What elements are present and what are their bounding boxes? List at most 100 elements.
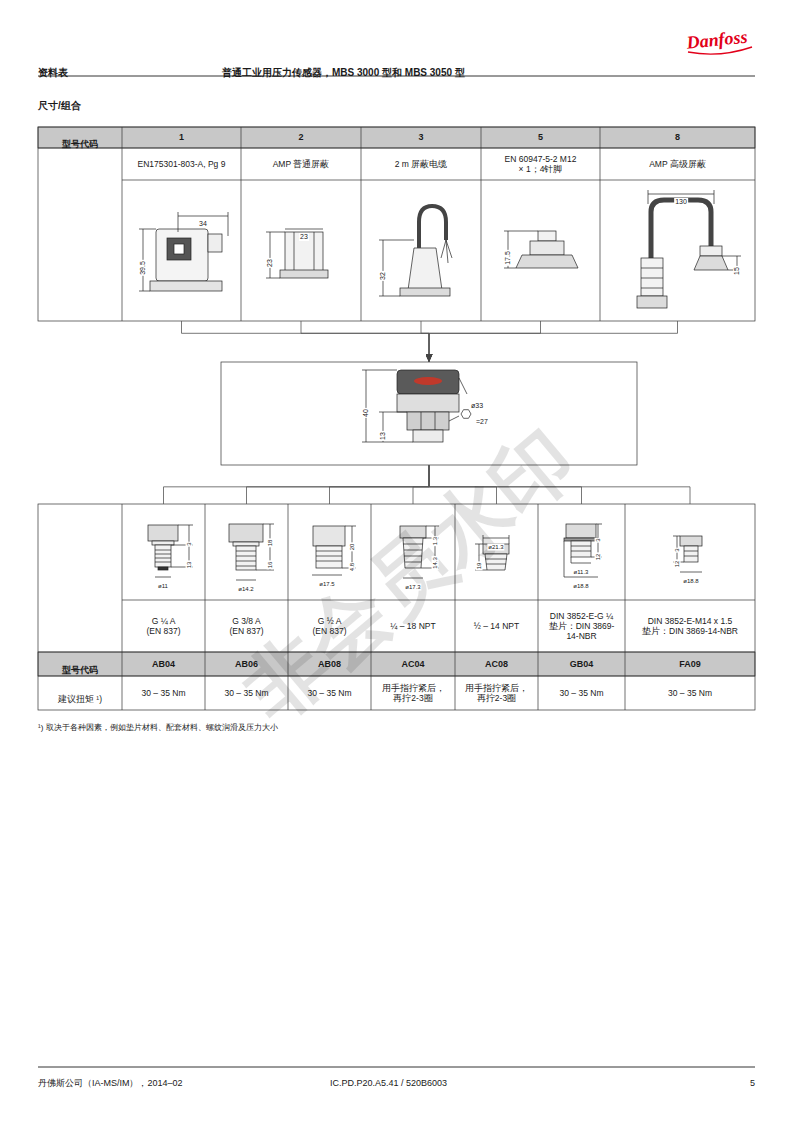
table-grid xyxy=(38,652,755,676)
dimension: 34 xyxy=(198,220,208,228)
amp-plug-drawing xyxy=(270,232,271,278)
din-plug-drawing xyxy=(150,281,222,291)
type-code: AB04 xyxy=(152,659,175,670)
dimension: ø17.3 xyxy=(404,584,421,591)
connector-line xyxy=(413,465,429,504)
dimension: 3 xyxy=(186,541,193,546)
connector-line xyxy=(330,465,430,504)
dimension: 130 xyxy=(674,198,688,206)
sensor-frame xyxy=(221,362,637,465)
cell-text: 30 – 35 Nm xyxy=(142,688,186,698)
dimension: 32 xyxy=(379,271,387,281)
amp-plug-drawing xyxy=(266,278,280,279)
table-grid xyxy=(38,652,755,653)
connector-column: 1EN175301-803-A, Pg 9 xyxy=(122,127,241,321)
cable-plug-drawing xyxy=(379,296,400,297)
sensor-drawing xyxy=(449,416,459,421)
table-grid xyxy=(38,127,755,321)
din-plug-drawing xyxy=(208,234,222,252)
sensor-drawing xyxy=(461,410,471,419)
cell-text: ½ – 14 NPT xyxy=(474,621,519,631)
amp-deluxe-drawing xyxy=(714,190,715,204)
amp-plug-drawing xyxy=(280,270,328,278)
dimension: ø18.8 xyxy=(682,578,699,585)
connector-line xyxy=(429,321,678,362)
type-code: AB08 xyxy=(318,659,341,670)
amp-deluxe-drawing xyxy=(641,288,663,289)
sensor-drawing xyxy=(414,377,442,385)
din-plug-drawing xyxy=(139,291,150,292)
amp-deluxe-drawing xyxy=(637,190,741,308)
fitting-drawing xyxy=(158,567,168,570)
fitting-drawing xyxy=(684,546,698,562)
fitting-drawing xyxy=(148,525,178,541)
fitting-drawing xyxy=(571,557,572,563)
footer-text: 丹佛斯公司（IA-MS/IM），2014–02 xyxy=(38,1078,183,1088)
m12-plug-drawing xyxy=(504,231,578,268)
cell-text: G ¼ A (EN 837) xyxy=(144,616,184,636)
connector-column: 8AMP 高级屏蔽 xyxy=(600,127,755,321)
fitting-drawing xyxy=(316,546,342,568)
dimension: =27 xyxy=(475,418,489,426)
dimension: ø21.3 xyxy=(487,544,504,551)
sensor-drawing xyxy=(397,370,459,394)
row-header: 型号代码 xyxy=(62,665,98,675)
cell-text: 用手指拧紧后，再拧2-3圈 xyxy=(462,683,532,703)
table-grid xyxy=(122,127,123,321)
fitting-drawing xyxy=(566,524,596,538)
footer-rule xyxy=(38,1067,755,1068)
amp-deluxe-drawing xyxy=(641,258,663,296)
sensor-drawing xyxy=(413,430,443,442)
footnote: ¹) 取决于各种因素，例如垫片材料、配套材料、螺纹润滑及压力大小 xyxy=(38,723,278,732)
type-code: AC08 xyxy=(485,659,508,670)
type-code: AC04 xyxy=(401,659,424,670)
fitting-drawing xyxy=(256,570,274,571)
table-header: 型号代码 xyxy=(62,139,98,149)
cable-plug-drawing xyxy=(408,248,442,290)
cell-text: G 3/8 A (EN 837) xyxy=(227,616,267,636)
table-grid xyxy=(241,127,242,321)
amp-deluxe-drawing xyxy=(637,296,667,308)
fitting-drawing xyxy=(596,524,602,525)
table-grid xyxy=(122,504,123,710)
amp-plug-drawing xyxy=(294,232,295,272)
fitting-column: DIN 3852-E-G ¼ 垫片：DIN 3869-14-NBRGB0430 … xyxy=(538,504,625,710)
fitting-drawing xyxy=(236,546,256,570)
fitting-drawing xyxy=(229,524,263,542)
cell-text: ¼ – 18 NPT xyxy=(390,621,435,631)
column-code: 1 xyxy=(179,132,184,143)
sensor-drawing xyxy=(435,412,436,430)
fitting-drawing xyxy=(564,538,598,541)
column-code: 3 xyxy=(418,132,423,143)
m12-plug-drawing xyxy=(504,231,538,232)
connector-column: 2AMP 普通屏蔽 xyxy=(241,127,361,321)
dimension: 3 xyxy=(674,547,681,552)
dimension: 40 xyxy=(362,408,370,418)
cell-text: 30 – 35 Nm xyxy=(668,688,712,698)
amp-deluxe-drawing xyxy=(641,278,663,279)
column-code: 5 xyxy=(538,132,543,143)
amp-plug-drawing xyxy=(285,229,323,230)
fitting-drawing xyxy=(684,551,698,556)
connector-line xyxy=(247,465,430,504)
amp-deluxe-drawing xyxy=(722,256,741,257)
amp-plug-drawing xyxy=(266,229,328,278)
m12-plug-drawing xyxy=(530,241,564,255)
sensor-drawing xyxy=(362,370,471,442)
table-grid xyxy=(600,127,601,321)
table-grid xyxy=(625,504,626,710)
connector-column: 5EN 60947-5-2 M12 × 1；4针脚 xyxy=(481,127,600,321)
cell-text: 30 – 35 Nm xyxy=(225,688,269,698)
din-plug-drawing xyxy=(167,238,191,260)
din-plug-drawing xyxy=(228,212,229,236)
table-grid xyxy=(481,127,482,321)
column-code: 8 xyxy=(675,132,680,143)
amp-deluxe-drawing xyxy=(641,268,663,269)
amp-plug-drawing xyxy=(285,232,323,272)
cable-plug-drawing xyxy=(383,240,384,296)
amp-plug-drawing xyxy=(266,232,285,233)
dimension: 16 xyxy=(267,561,274,570)
table-grid xyxy=(122,180,755,181)
fitting-drawing xyxy=(155,545,171,567)
dimension: 20 xyxy=(349,543,356,552)
